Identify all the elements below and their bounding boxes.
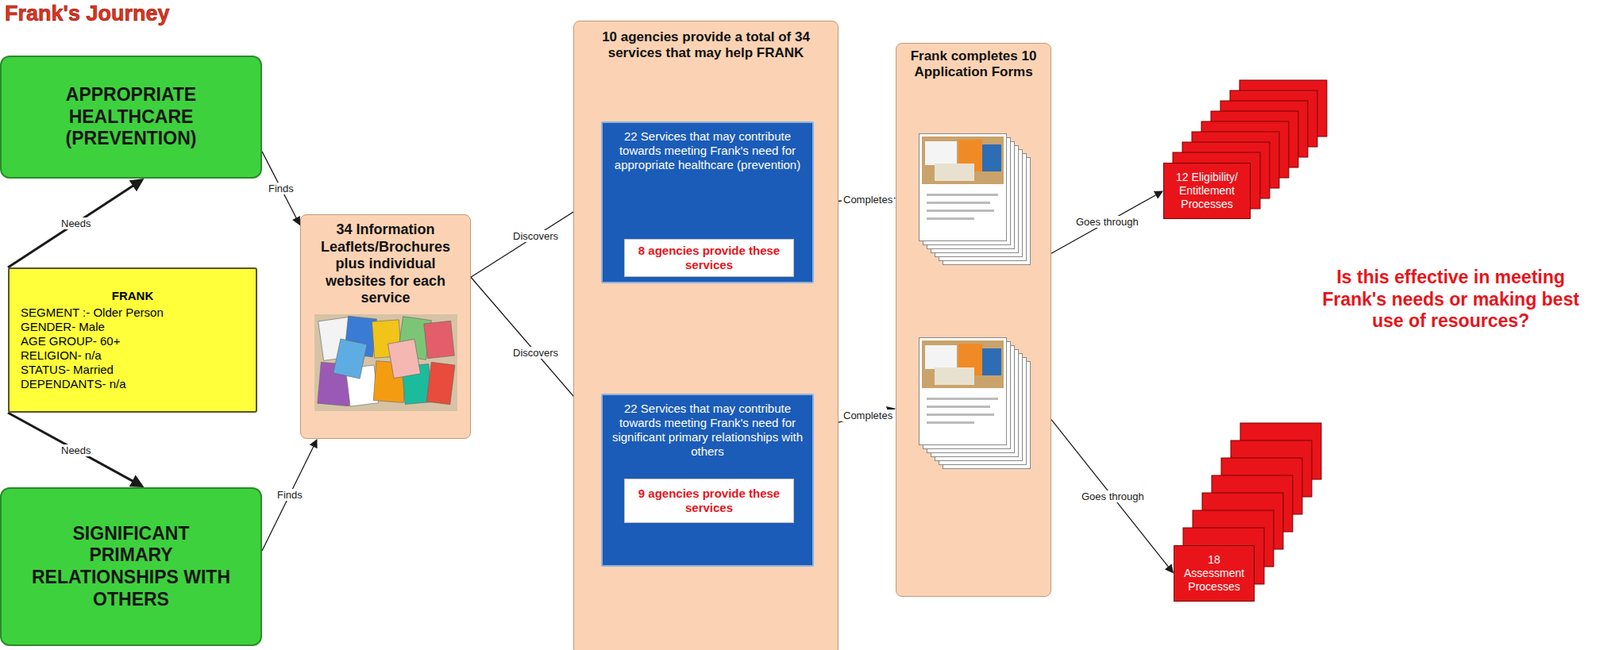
connector-label: Discovers (511, 346, 560, 359)
form-page (919, 134, 1007, 242)
form-line (926, 217, 975, 220)
form-line (926, 405, 991, 409)
connector (1051, 193, 1159, 255)
connector-label: Needs (59, 217, 93, 230)
photo-form (982, 348, 1002, 376)
box-text: AGE GROUP- 60+ (20, 334, 245, 349)
service-box: 22 Services that may contribute towards … (601, 121, 814, 284)
box-text: 18 Assessment Processes (1178, 553, 1250, 594)
photo-form (925, 345, 957, 370)
forms-stack (918, 337, 1032, 471)
box-text: 22 Services that may contribute towards … (609, 129, 806, 173)
forms-photo (921, 340, 1004, 389)
form-line (926, 209, 995, 213)
photo-ground (314, 314, 458, 412)
box-text: Frank completes 10 Application Forms (901, 48, 1046, 81)
box-text: 8 agencies provide these services (628, 243, 791, 273)
form-page (919, 338, 1007, 446)
box-heading: FRANK (20, 289, 245, 304)
service-box: 22 Services that may contribute towards … (601, 393, 814, 567)
form-line (926, 397, 999, 401)
box-text: SIGNIFICANT PRIMARY RELATIONSHIPS WITH O… (31, 523, 231, 611)
brochure (424, 320, 455, 359)
box-text: 34 Information Leaflets/Brochures plus i… (307, 221, 464, 308)
process-card: 18 Assessment Processes (1173, 545, 1255, 602)
brochure (426, 362, 455, 405)
box-text: 22 Services that may contribute towards … (609, 401, 806, 459)
need-box: SIGNIFICANT PRIMARY RELATIONSHIPS WITH O… (0, 487, 263, 647)
connector-label: Goes through (1079, 490, 1146, 503)
connector (7, 183, 138, 268)
box-text: GENDER- Male (20, 320, 245, 335)
form-line (926, 201, 991, 205)
connector (7, 412, 138, 484)
person-profile-box: FRANKSEGMENT :- Older PersonGENDER- Male… (7, 267, 258, 413)
agencies-panel: 10 agencies provide a total of 34 servic… (573, 20, 839, 650)
connector-label: Goes through (1074, 215, 1141, 228)
photo-form (934, 163, 975, 182)
photo-form (934, 367, 975, 386)
box-text: 12 Eligibility/ Entitlement Processes (1168, 170, 1246, 211)
box-text: STATUS- Married (20, 362, 245, 378)
forms-photo (921, 136, 1004, 185)
box-text: 10 agencies provide a total of 34 servic… (582, 29, 830, 62)
connector (1051, 420, 1171, 571)
need-box: APPROPRIATE HEALTHCARE (PREVENTION) (0, 55, 263, 179)
box-text: APPROPRIATE HEALTHCARE (PREVENTION) (31, 84, 231, 151)
box-text: DEPENDANTS- n/a (20, 377, 245, 392)
process-card: 12 Eligibility/ Entitlement Processes (1163, 162, 1251, 220)
brochure (387, 339, 421, 378)
connector (262, 443, 316, 552)
forms-panel: Frank completes 10 Application Forms (895, 42, 1052, 598)
forms-stack (918, 133, 1032, 267)
photo-form (925, 141, 957, 166)
connector-label: Discovers (511, 230, 560, 243)
connector-label: Finds (266, 182, 296, 195)
box-text: RELIGION- n/a (20, 348, 245, 363)
agency-count-box: 8 agencies provide these services (624, 239, 795, 278)
connector (262, 151, 298, 221)
form-line (926, 421, 975, 425)
connector-label: Needs (59, 444, 93, 457)
connector-label: Completes (841, 409, 895, 422)
box-text: SEGMENT :- Older Person (20, 305, 245, 320)
form-line (926, 193, 999, 197)
form-line (926, 413, 995, 417)
connector-label: Completes (841, 193, 895, 206)
agency-count-box: 9 agencies provide these services (624, 478, 795, 524)
photo-form (982, 144, 1002, 172)
connector-label: Finds (275, 489, 305, 502)
brochure (333, 339, 367, 379)
box-text: 9 agencies provide these services (628, 486, 791, 516)
diagram-title: Frank's Journey (4, 1, 170, 27)
leaflets-box: 34 Information Leaflets/Brochures plus i… (300, 214, 471, 440)
leaflets-photo (314, 314, 458, 412)
question-note: Is this effective in meeting Frank's nee… (1311, 266, 1590, 333)
